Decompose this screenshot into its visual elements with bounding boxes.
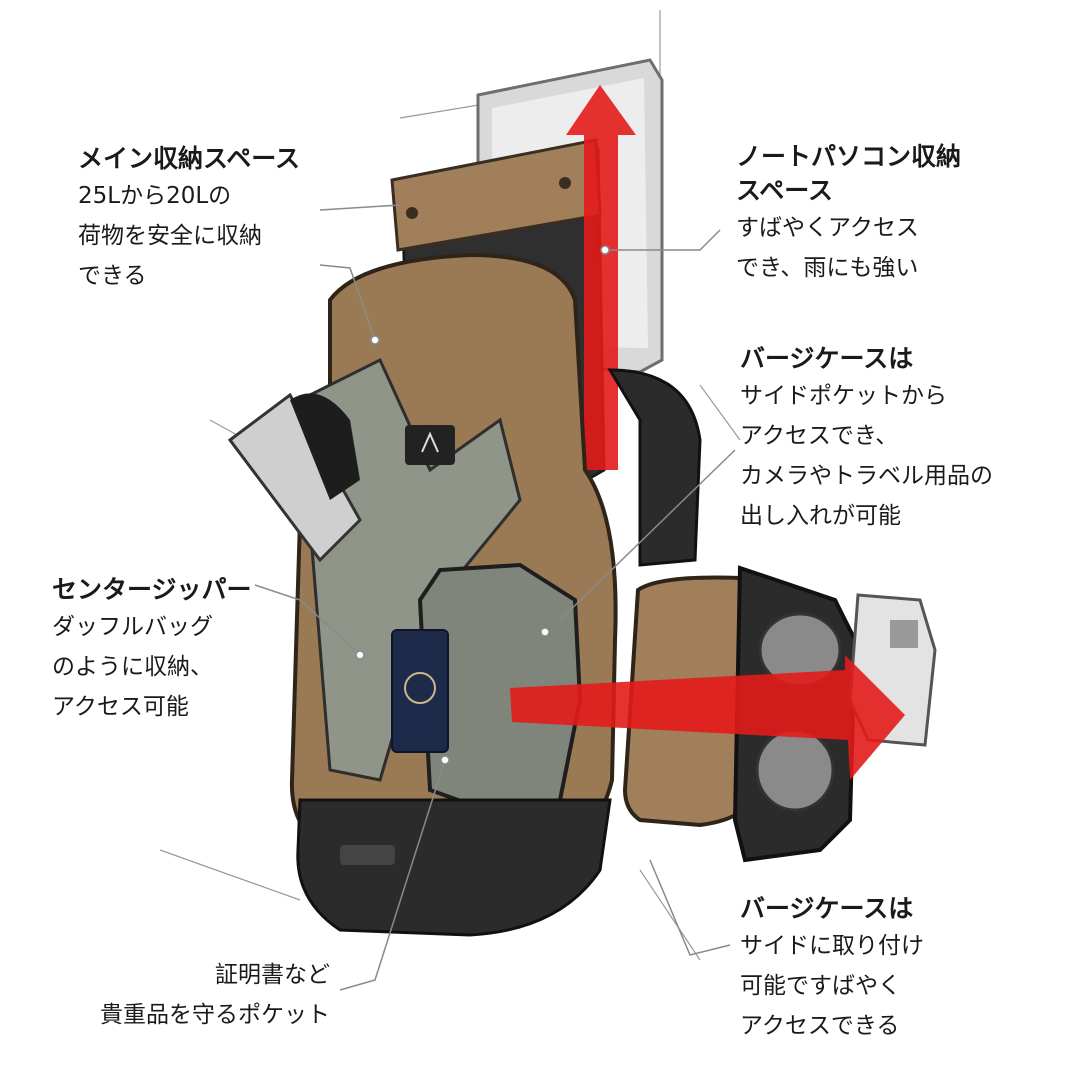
callout-verge-case-side-pocket: バージケースは サイドポケットから アクセスでき、 カメラやトラベル用品の 出し… (740, 342, 993, 536)
callout-body-line: 出し入れが可能 (740, 503, 901, 529)
callout-title: スペース (736, 176, 834, 205)
callout-body-line: でき、雨にも強い (736, 255, 919, 281)
callout-body-line: すばやくアクセス (736, 215, 919, 241)
callout-title: メイン収納スペース (78, 144, 301, 173)
callout-body-line: アクセスできる (740, 1013, 900, 1039)
callout-valuables-pocket: 証明書など 貴重品を守るポケット (60, 955, 330, 1035)
callout-title: ノートパソコン収納 (736, 142, 962, 171)
callout-body-line: サイドポケットから (740, 383, 947, 409)
callout-title: バージケースは (740, 344, 914, 373)
leader-lines (254, 204, 736, 991)
callout-body-line: ダッフルバッグ (52, 614, 213, 640)
callout-body-line: 荷物を安全に収納 (78, 223, 262, 249)
callout-main-storage: メイン収納スペース 25Lから20Lの 荷物を安全に収納 できる (78, 142, 300, 296)
callout-body-line: 貴重品を守るポケット (100, 1002, 330, 1028)
gear-in-bag (227, 392, 362, 563)
callout-body-line: サイドに取り付け (740, 933, 924, 959)
callout-laptop: ノートパソコン収納 スペース すばやくアクセス でき、雨にも強い (736, 140, 961, 288)
callout-body-line: カメラやトラベル用品の (740, 463, 993, 489)
right-arrow-icon (510, 655, 905, 780)
up-arrow-icon (566, 85, 636, 470)
callout-body-line: アクセスでき、 (740, 423, 899, 449)
callout-body-line: 25Lから20Lの (78, 183, 232, 209)
callout-title: バージケースは (740, 894, 914, 923)
callout-center-zipper: センタージッパー ダッフルバッグ のように収納、 アクセス可能 (52, 573, 252, 727)
callout-verge-case-attach: バージケースは サイドに取り付け 可能ですばやく アクセスできる (740, 892, 924, 1046)
callout-body-line: アクセス可能 (52, 694, 189, 720)
callout-body-line: 可能ですばやく (740, 973, 901, 999)
callout-body-line: できる (78, 263, 147, 289)
callout-title: センタージッパー (52, 575, 252, 604)
callout-body-line: 証明書など (215, 962, 330, 988)
callout-body-line: のように収納、 (52, 654, 213, 680)
passport (391, 629, 449, 753)
